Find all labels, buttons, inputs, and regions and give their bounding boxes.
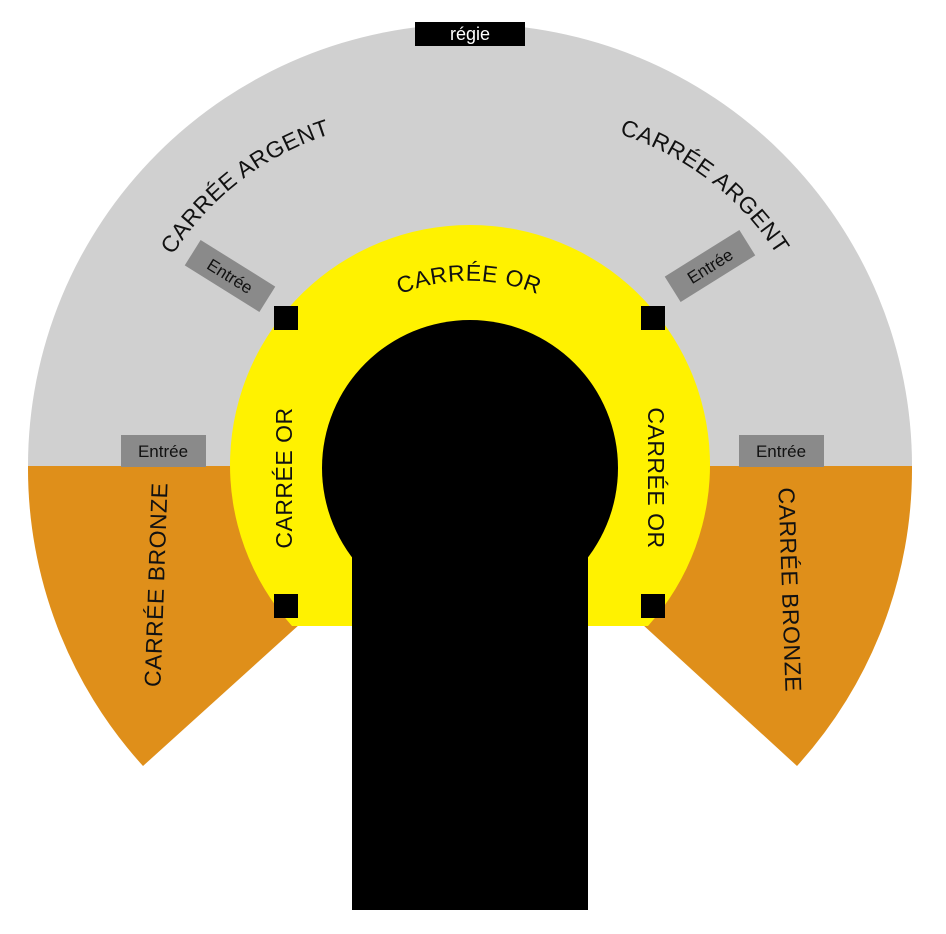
pillar-top-right — [641, 306, 665, 330]
zone-carree-bronze-right[interactable] — [642, 466, 913, 766]
regie-box — [415, 22, 525, 46]
entrance-left-label: Entrée — [138, 442, 188, 461]
entrance-left[interactable]: Entrée — [121, 435, 206, 467]
stage-runway — [352, 550, 588, 910]
stage-circle — [322, 320, 618, 616]
pillar-top-left — [274, 306, 298, 330]
entrance-right-label: Entrée — [756, 442, 806, 461]
carree-or-label-right: CARRÉE OR — [643, 407, 669, 548]
entrance-right[interactable]: Entrée — [739, 435, 824, 467]
pillar-bottom-left — [274, 594, 298, 618]
regie-label: régie — [450, 24, 490, 44]
zone-carree-bronze-left[interactable] — [27, 466, 301, 766]
entrance-upper-right[interactable]: Entrée — [664, 229, 756, 303]
pillar-bottom-right — [641, 594, 665, 618]
carree-or-label-left: CARRÉE OR — [271, 407, 297, 548]
